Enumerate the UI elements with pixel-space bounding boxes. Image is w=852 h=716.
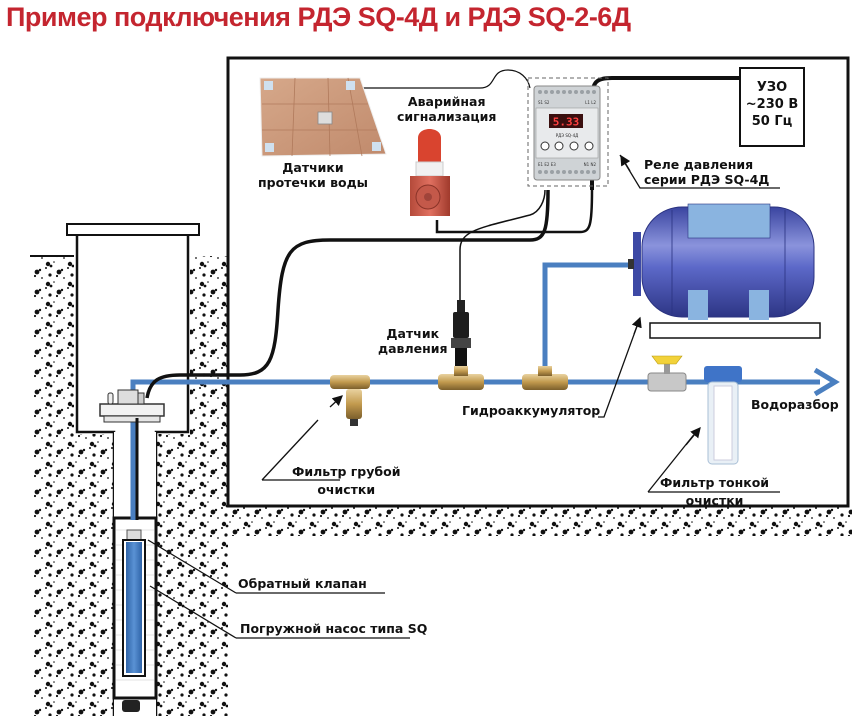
label-line: Реле давления: [644, 157, 754, 172]
uzo-voltage: ~230 В: [745, 97, 799, 112]
tee-fitting: [438, 366, 484, 390]
leak-sensors-label: Датчики протечки воды: [258, 160, 368, 190]
label-line: серии РДЭ SQ-4Д: [644, 172, 770, 187]
outlet-arrow-icon: [813, 367, 840, 397]
fine-filter: [704, 366, 742, 465]
check-valve-label: Обратный клапан: [238, 576, 367, 591]
pump-label: Погружной насос типа SQ: [240, 621, 428, 636]
callout-lines: [147, 154, 780, 639]
well-head: [99, 389, 165, 423]
label-line: очистки: [317, 482, 376, 497]
uzo-frequency: 50 Гц: [751, 114, 793, 129]
label-line: сигнализация: [397, 109, 497, 124]
accumulator-label: Гидроаккумулятор: [462, 403, 601, 418]
label-line: Датчики: [282, 160, 344, 175]
pressure-sensor-label: Датчик давления: [378, 326, 448, 356]
house-room: [226, 56, 850, 508]
relay-model-label: РДЭ SQ-4Д: [556, 133, 579, 138]
relay-terminal-label: L1 L2: [585, 100, 596, 105]
coarse-filter-label: Фильтр грубой очистки: [292, 464, 400, 497]
label-line: Датчик: [386, 326, 440, 341]
submersible-pump: [122, 529, 146, 712]
diagram-title: Пример подключения РДЭ SQ-4Д и РДЭ SQ-2-…: [6, 2, 631, 32]
pressure-sensor: [451, 300, 471, 368]
water-pipe: [130, 262, 820, 520]
soil: [34, 256, 852, 716]
coarse-filter: [330, 375, 370, 426]
label-line: Фильтр грубой: [292, 464, 401, 479]
uzo-breaker-box: УЗО ~230 В 50 Гц: [739, 67, 805, 147]
relay-terminal-label: N1 N2: [584, 162, 597, 167]
callout-arrows: [329, 154, 701, 446]
water-outlet-label: Водоразбор: [751, 397, 839, 412]
label-line: Фильтр тонкой: [660, 475, 770, 490]
label-line: Аварийная: [407, 94, 486, 109]
pressure-relay: 5.33 РДЭ SQ-4Д S1 S2 L1 L2 E1 E2 E3 N1 N…: [527, 77, 609, 187]
leak-sensors-floor: [259, 77, 387, 157]
label-line: протечки воды: [258, 175, 368, 190]
uzo-label: УЗО: [756, 80, 788, 95]
alarm-label: Аварийная сигнализация: [397, 94, 496, 124]
alarm-siren: [410, 129, 450, 216]
relay-display-value: 5.33: [553, 116, 580, 129]
relay-terminal-label: S1 S2: [538, 100, 550, 105]
tee-fitting: [522, 366, 568, 390]
label-line: давления: [378, 341, 448, 356]
ball-valve: [647, 355, 687, 392]
accumulator-tank: [628, 203, 821, 339]
label-line: очистки: [685, 493, 744, 508]
fine-filter-label: Фильтр тонкой очистки: [660, 475, 769, 508]
relay-terminal-label: E1 E2 E3: [538, 162, 556, 167]
relay-label: Реле давления серии РДЭ SQ-4Д: [644, 157, 769, 187]
